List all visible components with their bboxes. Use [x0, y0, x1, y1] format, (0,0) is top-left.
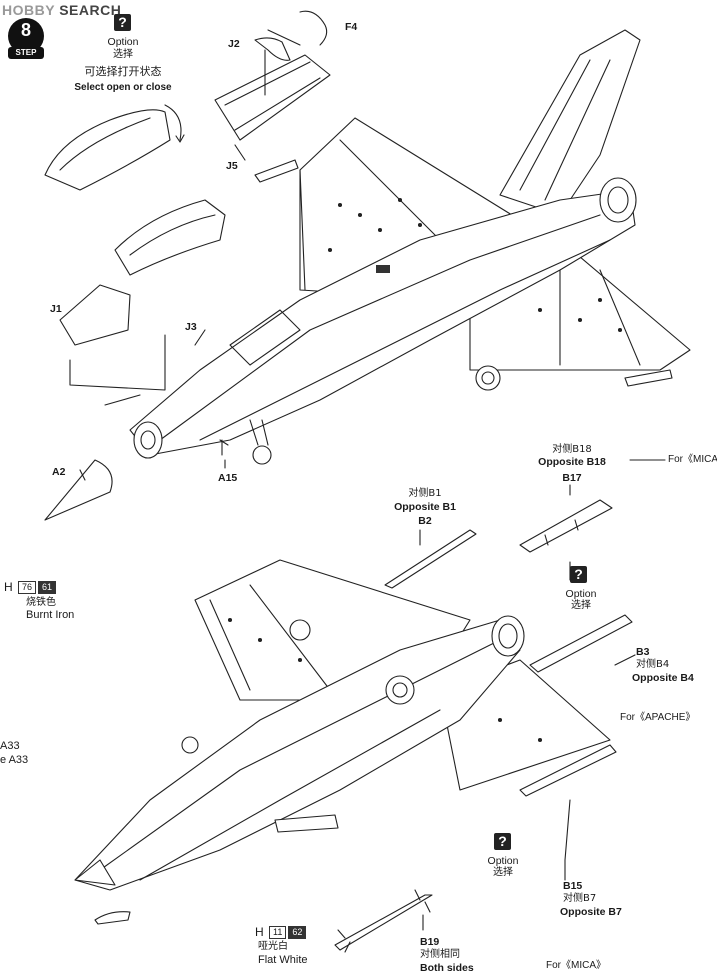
paint-burnt-iron-cn: 烧铁色 — [26, 597, 56, 608]
option-mid-label: Option — [565, 588, 597, 600]
canopy-parts — [44, 10, 331, 521]
paint-flat-white-en: Flat White — [258, 954, 308, 966]
part-label-a15: A15 — [218, 472, 238, 484]
upper-aircraft — [129, 29, 691, 465]
option-top-note-en: Select open or close — [74, 82, 172, 93]
watermark-brand: HOBBY — [2, 2, 55, 18]
option-low-label: Option — [487, 855, 519, 867]
b15-en: Opposite B7 — [560, 906, 622, 918]
question-icon: ? — [494, 833, 511, 850]
paint-flat-white-prefix: H — [255, 925, 264, 939]
paint-flat-white-cn: 哑光白 — [258, 941, 288, 952]
b19-cn: 对侧相同 — [420, 949, 460, 960]
paint-burnt-iron-code2: 61 — [38, 581, 57, 595]
option-low-cn: 选择 — [493, 867, 513, 878]
lower-aircraft — [74, 559, 611, 925]
part-label-j3: J3 — [185, 321, 197, 333]
b18-en: Opposite B18 — [538, 456, 606, 468]
b17-label: B17 — [562, 472, 582, 484]
b15-cn: 对侧B7 — [563, 893, 597, 904]
paint-burnt-iron-prefix: H — [4, 580, 13, 594]
b15-label: B15 — [563, 880, 583, 892]
edge-label-line2: e A33 — [0, 754, 29, 766]
option-top-note-cn: 可选择打开状态 — [84, 65, 162, 78]
b19-en: Both sides — [420, 962, 474, 974]
part-label-j1: J1 — [50, 303, 62, 315]
edge-label-line1: A33 — [0, 740, 20, 752]
stores — [79, 29, 666, 953]
option-top-cn: 选择 — [113, 49, 133, 60]
b15-for: For《MICA》 — [546, 960, 606, 971]
part-label-a2: A2 — [52, 466, 66, 478]
b18-cn: 对侧B18 — [552, 444, 592, 455]
option-mid-cn: 选择 — [571, 600, 591, 611]
paint-burnt-iron-en: Burnt Iron — [26, 609, 75, 621]
b2-label: B2 — [418, 515, 432, 527]
paint-flat-white-code1: 11 — [269, 926, 287, 940]
question-icon: ? — [114, 14, 131, 31]
step-label: STEP — [8, 47, 44, 59]
watermark: HOBBY SEARCH — [2, 2, 121, 18]
part-label-j5: J5 — [226, 160, 238, 172]
part-label-f4: F4 — [345, 21, 358, 33]
part-label-j2: J2 — [228, 38, 240, 50]
question-icon: ? — [570, 566, 587, 583]
watermark-suffix: SEARCH — [59, 2, 122, 18]
paint-flat-white-code2: 62 — [288, 926, 307, 940]
step-number: 8 — [20, 20, 31, 40]
b19-label: B19 — [420, 936, 440, 948]
b1-en: Opposite B1 — [394, 501, 456, 513]
b3-for: For《APACHE》 — [620, 712, 696, 723]
b3-label: B3 — [636, 646, 650, 658]
b3-cn: 对侧B4 — [636, 659, 670, 670]
b3-en: Opposite B4 — [632, 672, 694, 684]
b18-for: For《MICA》 — [668, 454, 717, 465]
option-top-label: Option — [107, 36, 139, 48]
b1-cn: 对侧B1 — [408, 488, 442, 499]
paint-burnt-iron-code1: 76 — [18, 581, 37, 595]
